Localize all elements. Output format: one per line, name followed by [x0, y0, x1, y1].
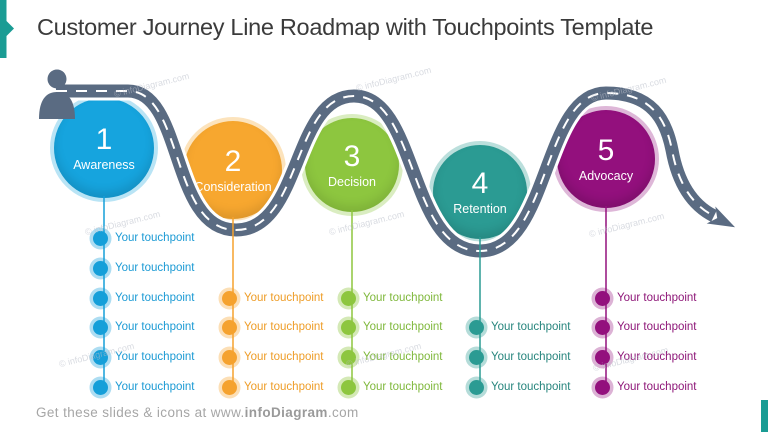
touchpoint-row: Your touchpoint	[341, 376, 443, 398]
touchpoint-row: Your touchpoint	[595, 376, 697, 398]
touchpoint-dot-icon	[595, 379, 610, 395]
touchpoint-label: Your touchpoint	[617, 292, 697, 304]
touchpoint-dot-icon	[93, 379, 108, 395]
touchpoint-dot-icon	[341, 379, 356, 395]
touchpoint-row: Your touchpoint	[222, 316, 324, 338]
touchpoint-row: Your touchpoint	[93, 227, 195, 249]
touchpoint-label: Your touchpoint	[363, 351, 443, 363]
touchpoint-dot-icon	[222, 349, 237, 365]
stage-circle-advocacy: 5 Advocacy	[557, 110, 655, 208]
touchpoint-dot-icon	[93, 230, 108, 246]
slide-accent-bottom-right	[761, 400, 768, 432]
touchpoint-dot-icon	[341, 349, 356, 365]
touchpoint-label: Your touchpoint	[244, 351, 324, 363]
touchpoint-row: Your touchpoint	[222, 376, 324, 398]
touchpoint-dot-icon	[595, 290, 610, 306]
touchpoint-row: Your touchpoint	[469, 316, 571, 338]
watermark: © infoDiagram.com	[112, 70, 191, 100]
touchpoint-label: Your touchpoint	[491, 351, 571, 363]
touchpoint-row: Your touchpoint	[93, 376, 195, 398]
slide-accent-top-left	[0, 0, 14, 58]
touchpoint-row: Your touchpoint	[93, 316, 195, 338]
touchpoint-row: Your touchpoint	[93, 257, 195, 279]
touchpoint-dot-icon	[595, 319, 610, 335]
touchpoint-label: Your touchpoint	[115, 232, 195, 244]
touchpoint-dot-icon	[469, 349, 484, 365]
touchpoint-row: Your touchpoint	[595, 287, 697, 309]
watermark: © infoDiagram.com	[354, 64, 433, 94]
touchpoint-label: Your touchpoint	[617, 381, 697, 393]
touchpoint-row: Your touchpoint	[222, 346, 324, 368]
touchpoint-label: Your touchpoint	[363, 381, 443, 393]
touchpoint-dot-icon	[93, 319, 108, 335]
stage-number: 4	[471, 166, 489, 200]
touchpoint-row: Your touchpoint	[341, 346, 443, 368]
stage-label: Advocacy	[578, 169, 634, 184]
touchpoint-dot-icon	[222, 290, 237, 306]
stage-number: 1	[95, 122, 113, 156]
touchpoint-row: Your touchpoint	[222, 287, 324, 309]
touchpoint-label: Your touchpoint	[363, 321, 443, 333]
footer: Get these slides & icons at www.infoDiag…	[36, 405, 359, 420]
touchpoint-label: Your touchpoint	[244, 321, 324, 333]
stage-label: Awareness	[73, 158, 135, 173]
touchpoint-row: Your touchpoint	[595, 316, 697, 338]
touchpoint-label: Your touchpoint	[491, 381, 571, 393]
touchpoint-dot-icon	[93, 349, 108, 365]
slide-title: Customer Journey Line Roadmap with Touch…	[37, 14, 654, 40]
touchpoint-row: Your touchpoint	[595, 346, 697, 368]
footer-tld[interactable]: .com	[327, 405, 359, 420]
touchpoint-label: Your touchpoint	[115, 351, 195, 363]
touchpoint-dot-icon	[469, 379, 484, 395]
stage-circle-awareness: 1 Awareness	[54, 98, 154, 198]
touchpoint-label: Your touchpoint	[244, 292, 324, 304]
watermark: © infoDiagram.com	[587, 210, 666, 240]
touchpoint-dot-icon	[93, 290, 108, 306]
stage-circle-decision: 3 Decision	[305, 118, 399, 212]
touchpoint-label: Your touchpoint	[115, 321, 195, 333]
touchpoint-row: Your touchpoint	[93, 287, 195, 309]
stage-circle-consideration: 2 Consideration	[184, 121, 282, 219]
touchpoint-label: Your touchpoint	[617, 351, 697, 363]
touchpoint-row: Your touchpoint	[469, 376, 571, 398]
touchpoint-row: Your touchpoint	[341, 316, 443, 338]
stage-number: 2	[224, 144, 242, 178]
touchpoint-row: Your touchpoint	[93, 346, 195, 368]
footer-brand[interactable]: infoDiagram	[244, 405, 328, 420]
touchpoint-dot-icon	[341, 319, 356, 335]
stage-label: Retention	[453, 202, 507, 217]
touchpoint-row: Your touchpoint	[469, 346, 571, 368]
footer-text: Get these slides & icons at www.	[36, 405, 245, 420]
touchpoint-label: Your touchpoint	[244, 381, 324, 393]
touchpoint-dot-icon	[595, 349, 610, 365]
touchpoint-label: Your touchpoint	[363, 292, 443, 304]
footer-link[interactable]: infoDiagram.com	[245, 405, 359, 420]
touchpoint-row: Your touchpoint	[341, 287, 443, 309]
touchpoint-label: Your touchpoint	[115, 262, 195, 274]
touchpoint-label: Your touchpoint	[617, 321, 697, 333]
touchpoint-label: Your touchpoint	[115, 292, 195, 304]
stage-circle-retention: 4 Retention	[433, 145, 527, 239]
touchpoint-label: Your touchpoint	[115, 381, 195, 393]
touchpoint-dot-icon	[222, 319, 237, 335]
touchpoint-dot-icon	[469, 319, 484, 335]
touchpoint-label: Your touchpoint	[491, 321, 571, 333]
touchpoint-dot-icon	[341, 290, 356, 306]
road-arrow-icon	[706, 206, 736, 228]
watermark: © infoDiagram.com	[327, 208, 406, 238]
stage-number: 5	[597, 133, 615, 167]
touchpoint-dot-icon	[93, 260, 108, 276]
stage-label: Consideration	[194, 180, 272, 195]
stage-number: 3	[343, 139, 361, 173]
watermark: © infoDiagram.com	[589, 74, 668, 104]
touchpoint-dot-icon	[222, 379, 237, 395]
stage-label: Decision	[328, 175, 376, 190]
accent-arrow-icon	[6, 21, 14, 36]
